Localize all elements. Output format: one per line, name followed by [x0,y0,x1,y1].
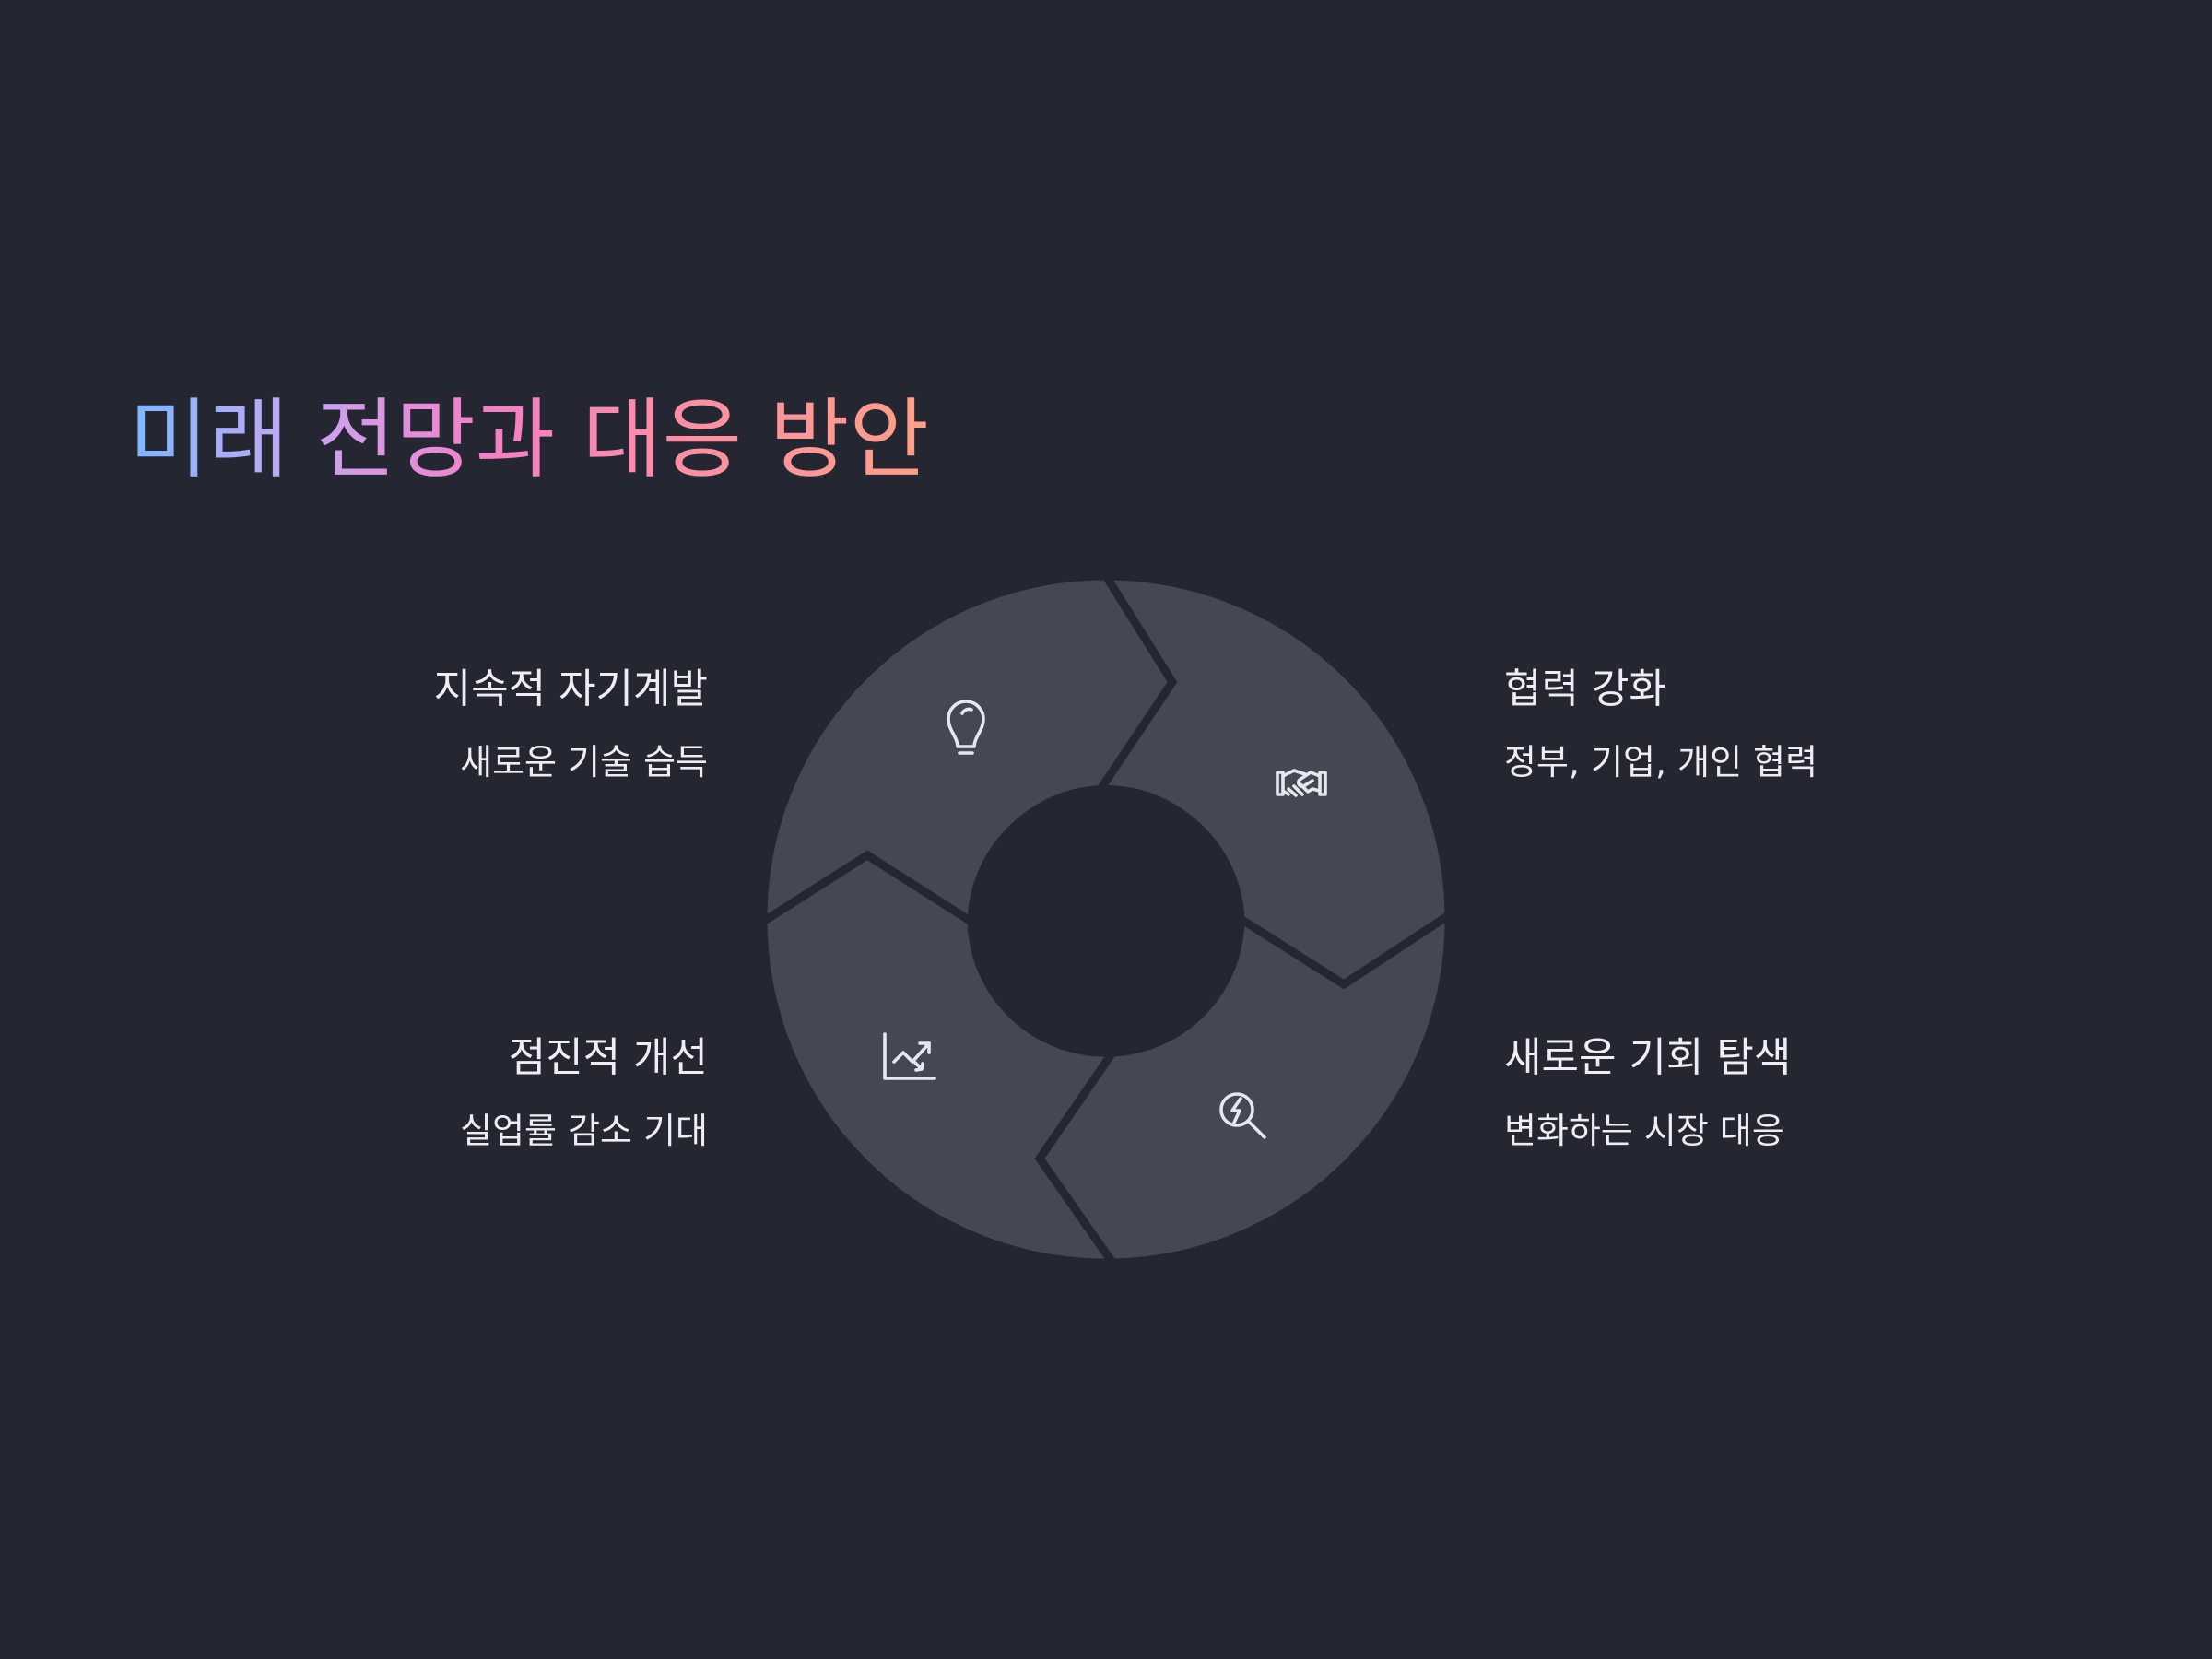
step-self-development: 지속적 자기계발 새로운 기술 습득 [434,664,708,785]
search-opportunity-icon [1219,1092,1266,1139]
step-heading: 점진적 개선 [508,1034,708,1081]
step-opportunity: 새로운 기회 탐색 변화하는 시장 대응 [1504,1032,1791,1154]
handshake-icon [1276,769,1327,797]
step-heading: 협력 강화 [1504,665,1666,712]
step-heading: 새로운 기회 탐색 [1504,1034,1792,1081]
trend-chart-icon [883,1032,936,1080]
lightbulb-icon [947,700,985,755]
page-title: 미래 전망과 대응 방안 [129,385,929,496]
step-detail: 새로운 기술 습득 [460,742,708,782]
step-improvement: 점진적 개선 실업률 감소 기대 [460,1032,708,1154]
step-detail: 실업률 감소 기대 [460,1111,708,1151]
step-heading: 지속적 자기계발 [433,665,708,712]
step-detail: 변화하는 시장 대응 [1504,1111,1784,1151]
cycle-hub [971,785,1241,1054]
step-detail: 정부, 기업, 개인 협력 [1504,742,1818,782]
step-cooperation: 협력 강화 정부, 기업, 개인 협력 [1504,664,1818,785]
